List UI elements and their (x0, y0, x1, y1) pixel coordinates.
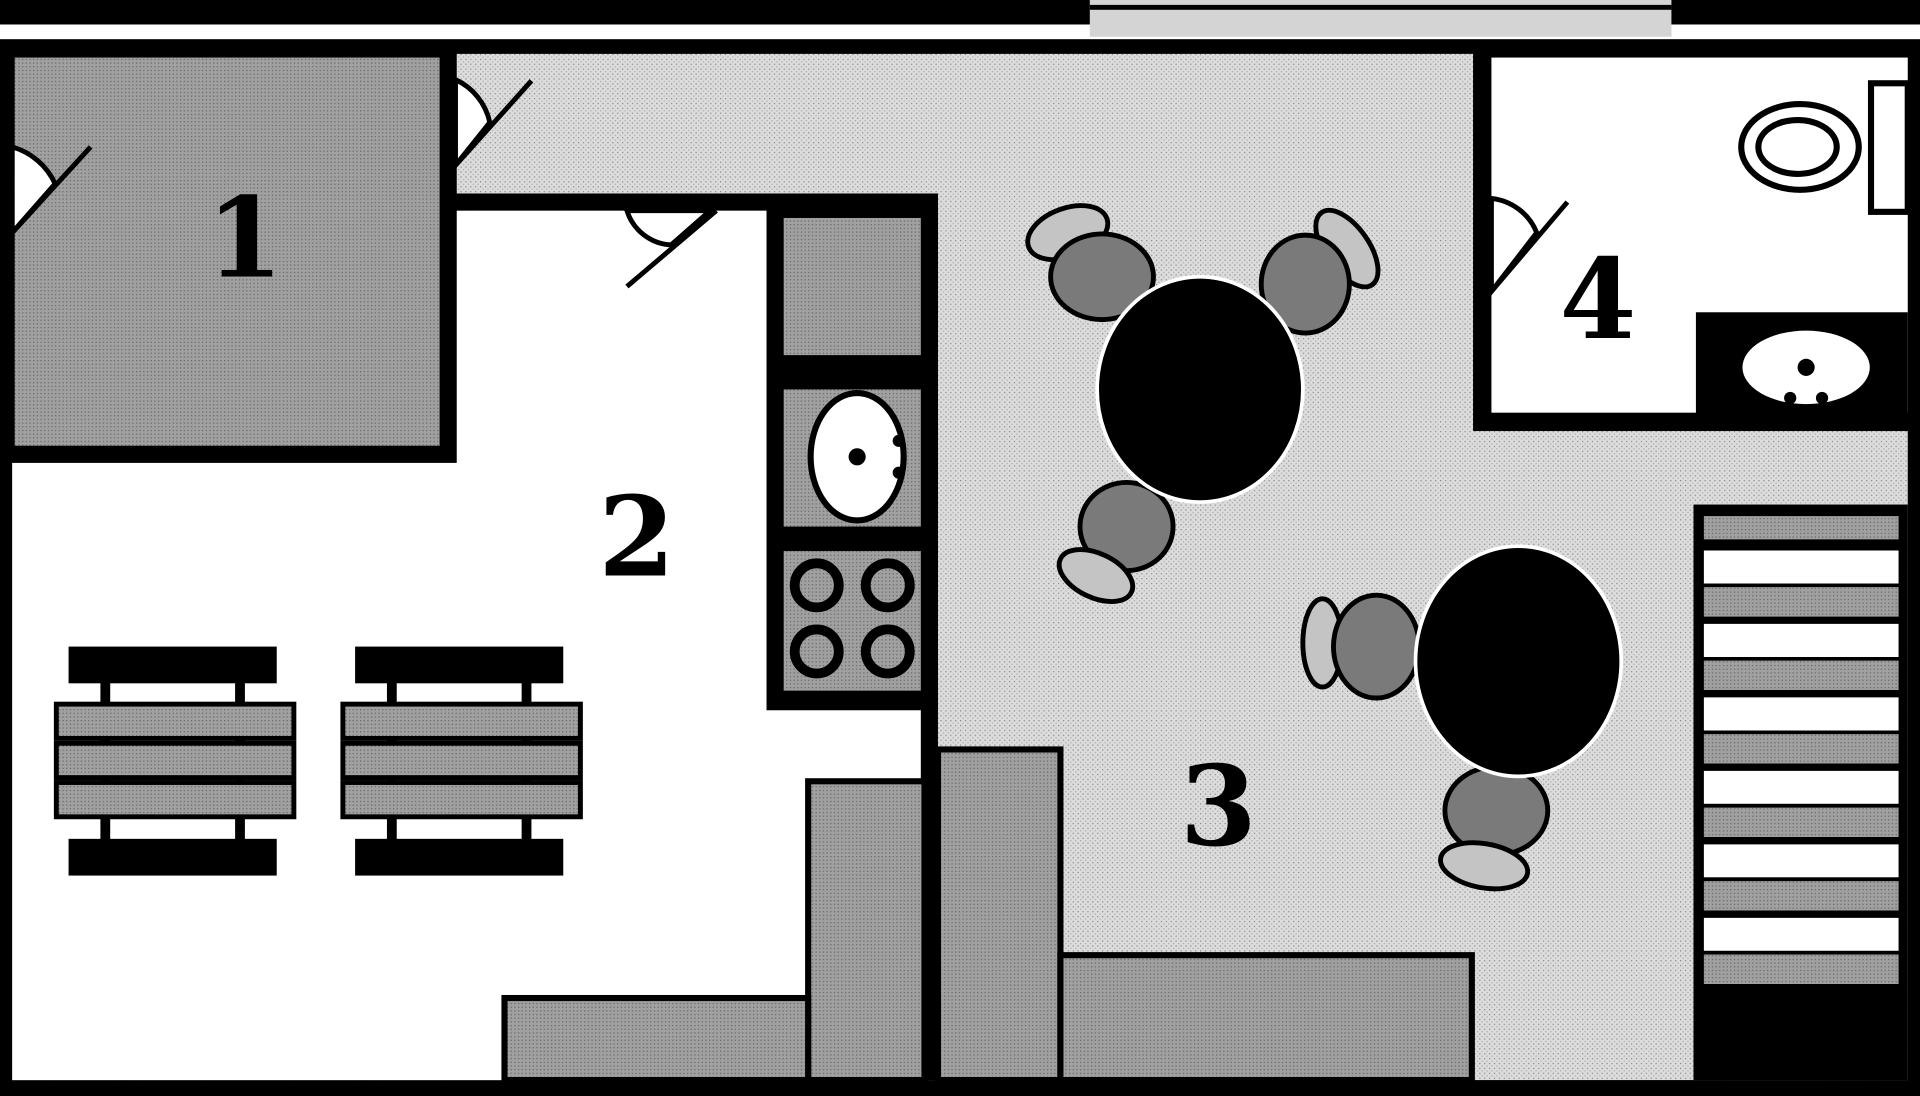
counters (501, 746, 1475, 1084)
table (1413, 544, 1624, 779)
kitchen-cabinet (783, 217, 921, 356)
door-room-2 (623, 208, 717, 248)
room-2-label: 2 (598, 473, 675, 602)
door-room-1 (9, 143, 58, 240)
chair (1048, 231, 1156, 323)
staircase (1693, 504, 1908, 1081)
bench-left (53, 646, 297, 876)
counter-room2-bottom (501, 994, 812, 1084)
dining-set-1 (1025, 203, 1381, 604)
chair (1258, 232, 1352, 336)
chair-back (1056, 547, 1136, 604)
room-3-label: 3 (1180, 742, 1257, 871)
counter-room2-right (805, 778, 928, 1084)
door-hallway (453, 75, 493, 173)
chair-back (1438, 840, 1531, 892)
door-room-4 (1488, 195, 1540, 299)
table (1095, 274, 1305, 504)
room-4-label: 4 (1560, 235, 1637, 364)
counter-room3-left (934, 746, 1064, 1084)
dining-set-2 (1300, 544, 1624, 892)
kitchen-units (766, 195, 938, 711)
toilet-icon (1738, 80, 1911, 215)
counter-room3-bottom (1057, 952, 1475, 1084)
stove-burners-icon (789, 558, 915, 679)
chair (1331, 592, 1422, 701)
room-4 (1473, 48, 1920, 432)
bench-right (340, 646, 583, 876)
room-1-label: 1 (207, 174, 284, 303)
